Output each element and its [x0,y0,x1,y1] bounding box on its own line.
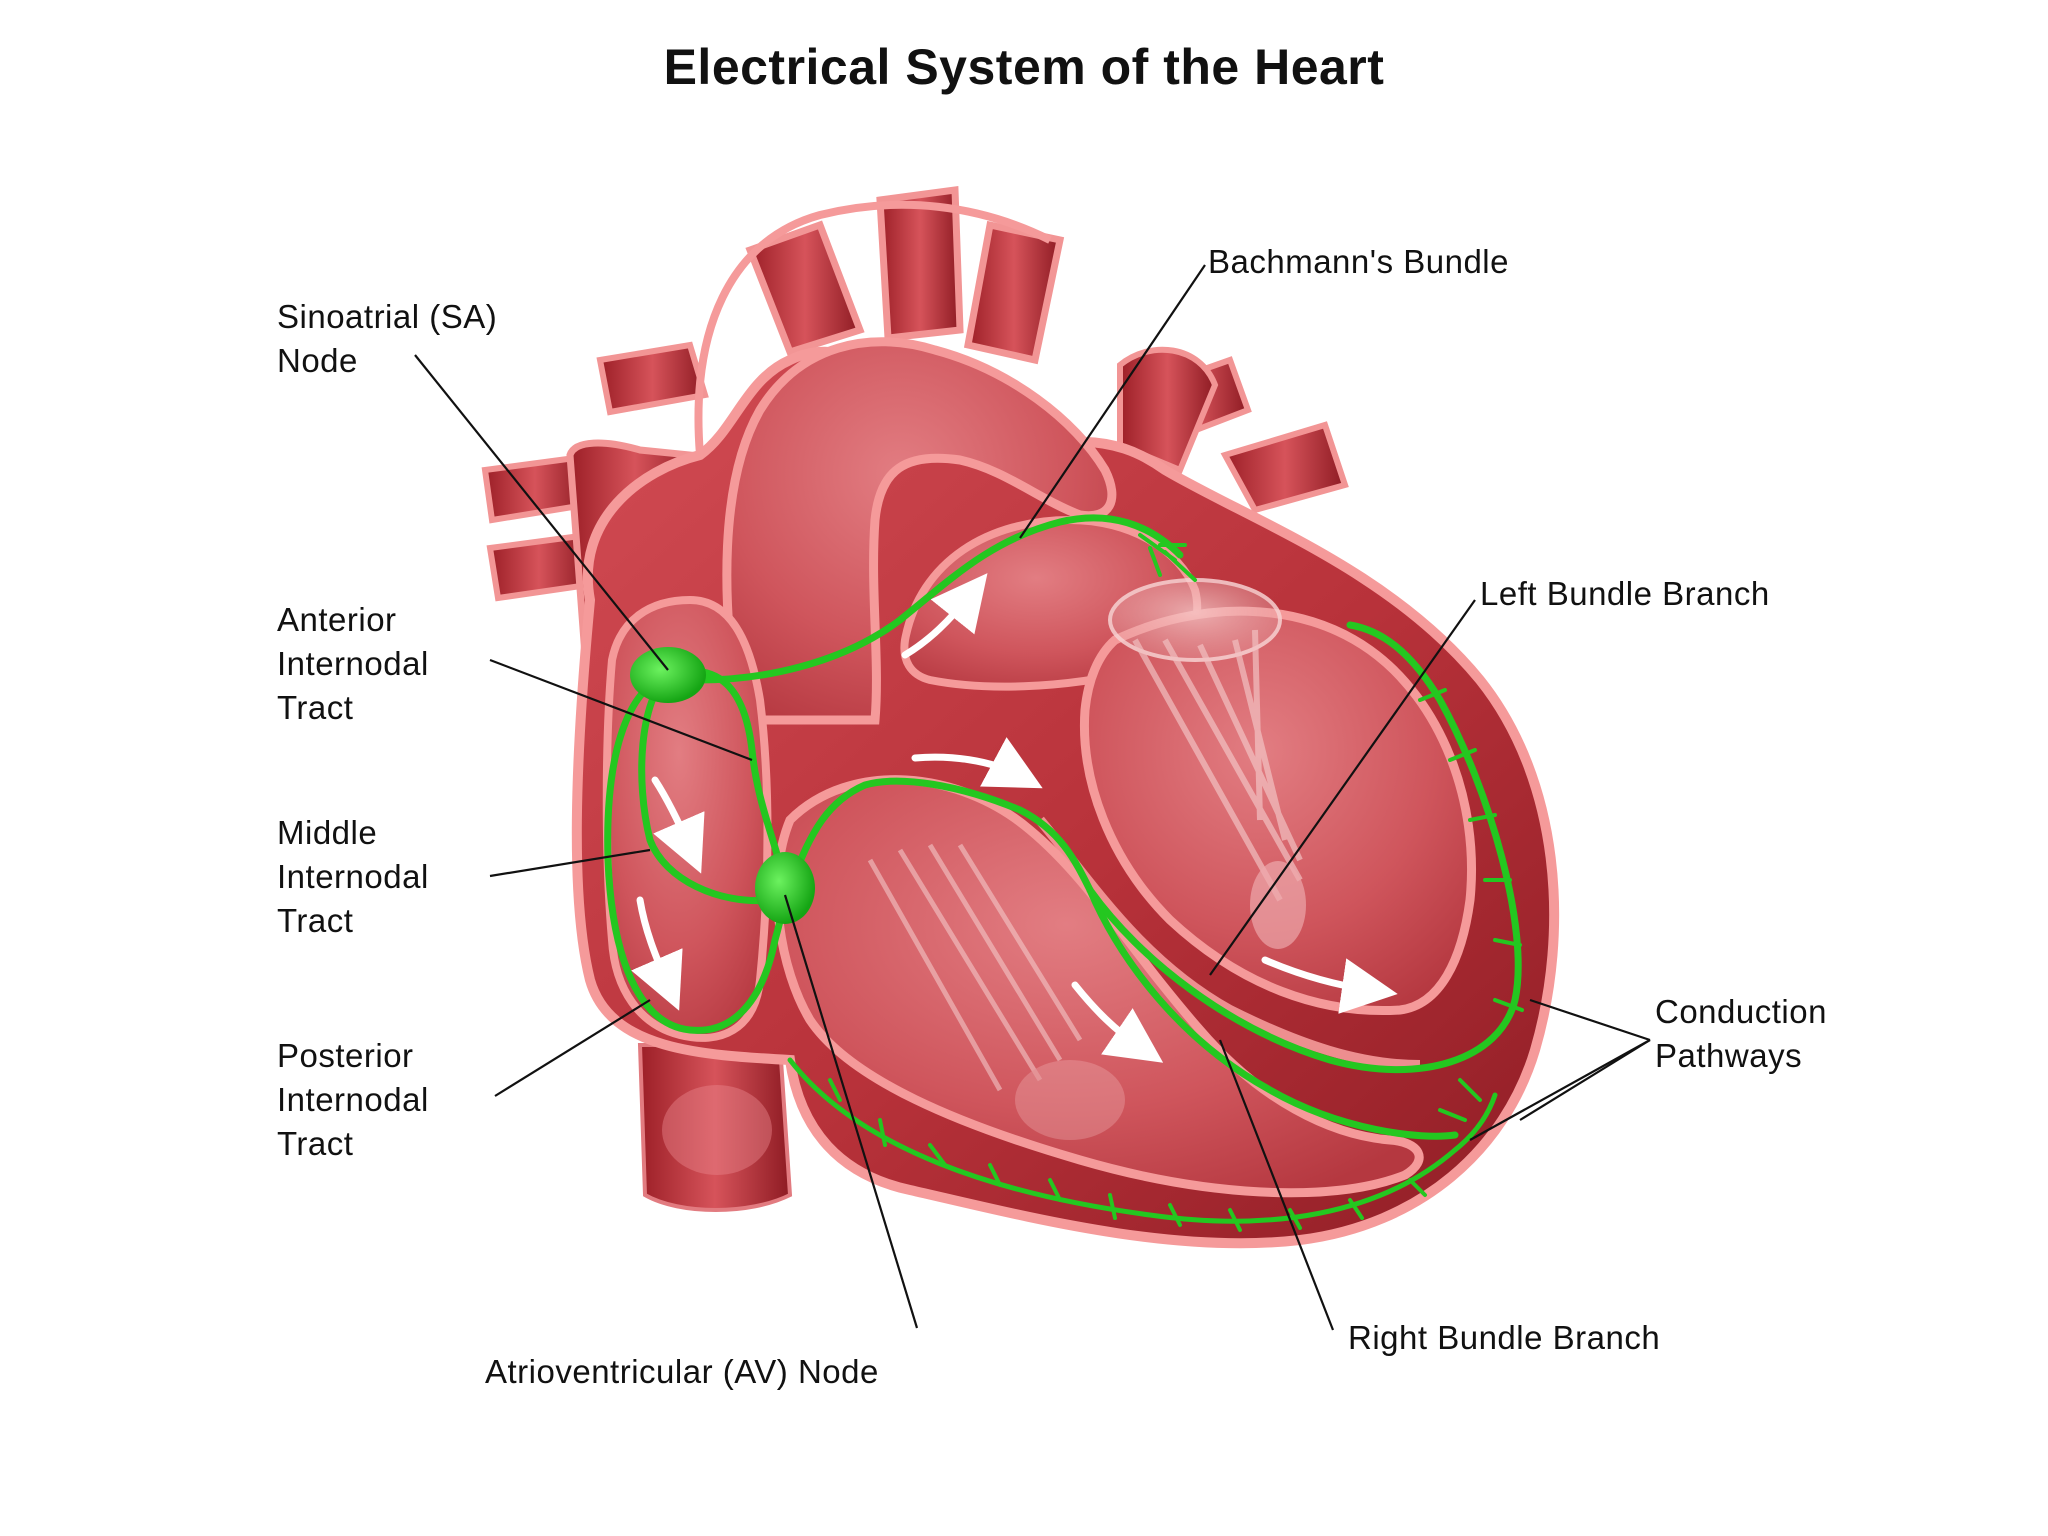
label-av-node: Atrioventricular (AV) Node [485,1350,879,1394]
label-left-bundle-branch: Left Bundle Branch [1480,572,1770,616]
label-middle-line-1: Middle [277,811,429,855]
label-conduction-line-2: Pathways [1655,1034,1827,1078]
label-anterior-line-1: Anterior [277,598,429,642]
label-conduction-line-1: Conduction [1655,990,1827,1034]
label-sa-node-line-2: Node [277,339,497,383]
left-subclavian-artery [968,225,1060,360]
label-middle-line-2: Internodal [277,855,429,899]
label-sa-node: Sinoatrial (SA) Node [277,295,497,383]
pulmonary-vein-lower-right [1225,425,1345,510]
label-anterior-line-3: Tract [277,686,429,730]
label-right-bundle-branch: Right Bundle Branch [1348,1316,1660,1360]
left-carotid-artery [880,190,960,338]
label-sa-node-line-1: Sinoatrial (SA) [277,295,497,339]
leader-posterior-tract [495,1000,650,1096]
pulmonary-vein-upper-left [600,345,705,412]
label-posterior-internodal-tract: Posterior Internodal Tract [277,1034,429,1166]
leader-conduction-pathways-1 [1530,1000,1650,1040]
label-bachmanns-bundle: Bachmann's Bundle [1208,240,1509,284]
label-middle-line-3: Tract [277,899,429,943]
label-anterior-line-2: Internodal [277,642,429,686]
label-posterior-line-3: Tract [277,1122,429,1166]
label-conduction-pathways: Conduction Pathways [1655,990,1827,1078]
label-posterior-line-1: Posterior [277,1034,429,1078]
label-anterior-internodal-tract: Anterior Internodal Tract [277,598,429,730]
av-node-shape [755,852,815,924]
sa-node-shape [630,647,706,703]
label-posterior-line-2: Internodal [277,1078,429,1122]
label-middle-internodal-tract: Middle Internodal Tract [277,811,429,943]
